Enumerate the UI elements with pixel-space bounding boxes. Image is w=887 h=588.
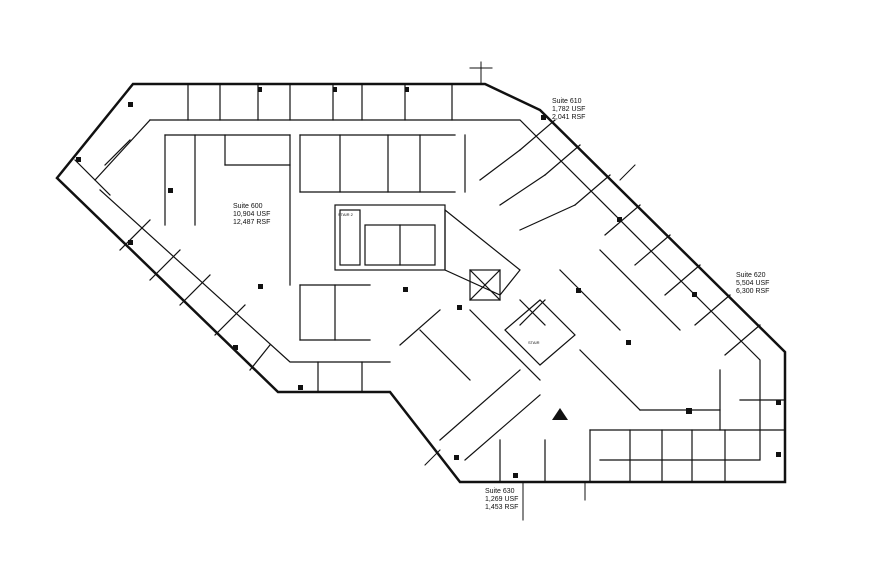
stair-2-label: STAIR 2 xyxy=(338,212,353,217)
stair-1 xyxy=(504,299,576,366)
suite-usf: 10,904 USF xyxy=(233,211,271,218)
building-core xyxy=(334,204,576,366)
stair-label: STAIR xyxy=(528,340,540,345)
suite-usf: 1,269 USF xyxy=(485,496,519,503)
suite-usf: 1,782 USF xyxy=(552,106,586,113)
suite-rsf: 6,300 RSF xyxy=(736,288,770,295)
suite-rsf: 12,487 RSF xyxy=(233,219,271,226)
suite-name: Suite 620 xyxy=(736,272,766,279)
suite-620-label: Suite 620 5,504 USF 6,300 RSF xyxy=(736,272,769,296)
suite-600-label: Suite 600 10,904 USF 12,487 RSF xyxy=(233,203,270,227)
suite-630-label: Suite 630 1,269 USF 1,453 RSF xyxy=(485,488,518,512)
corridor-wall xyxy=(149,119,761,461)
suite-rsf: 1,453 RSF xyxy=(485,504,519,511)
suite-610-label: Suite 610 1,782 USF 2,041 RSF xyxy=(552,98,585,122)
suite-rsf: 2,041 RSF xyxy=(552,114,586,121)
corridor-wall xyxy=(99,189,391,363)
suite-name: Suite 630 xyxy=(485,488,515,495)
suite-usf: 5,504 USF xyxy=(736,280,770,287)
corridor-wall xyxy=(94,119,151,181)
elevator xyxy=(469,269,501,301)
exterior-wall xyxy=(55,82,787,484)
suite-name: Suite 600 xyxy=(233,203,263,210)
suite-name: Suite 610 xyxy=(552,98,582,105)
office-walls xyxy=(74,83,786,483)
